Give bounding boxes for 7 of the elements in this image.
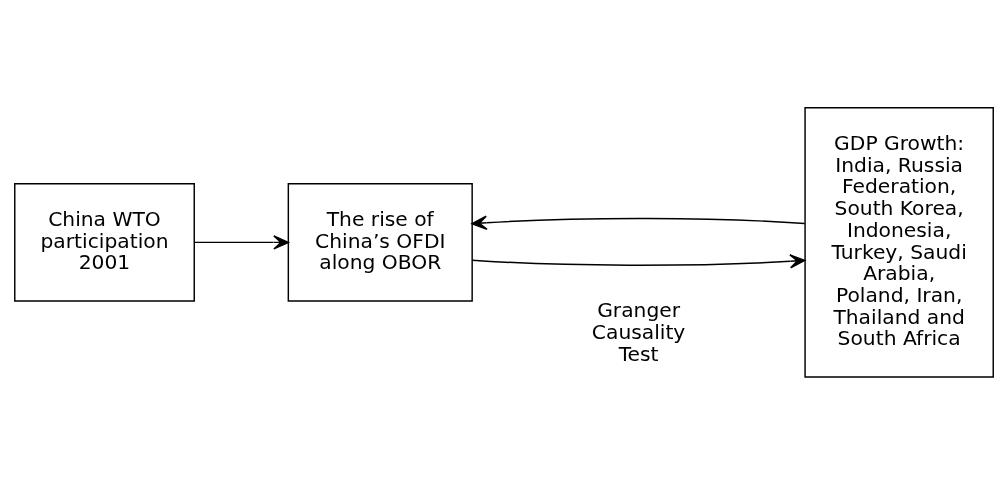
node-box: The rise of China’s OFDI along OBOR	[287, 182, 473, 302]
node-box: China WTO participation 2001	[14, 182, 195, 302]
arrow	[193, 234, 290, 250]
arrow	[471, 253, 806, 269]
label: Granger Causality Test	[591, 297, 686, 366]
node-box: GDP Growth: India, Russia Federation, South Korea, Indonesia, Turkey, Saudi Arabia, Poland, Iran, Thailand and South Africa	[804, 106, 994, 378]
arrow	[471, 215, 806, 230]
